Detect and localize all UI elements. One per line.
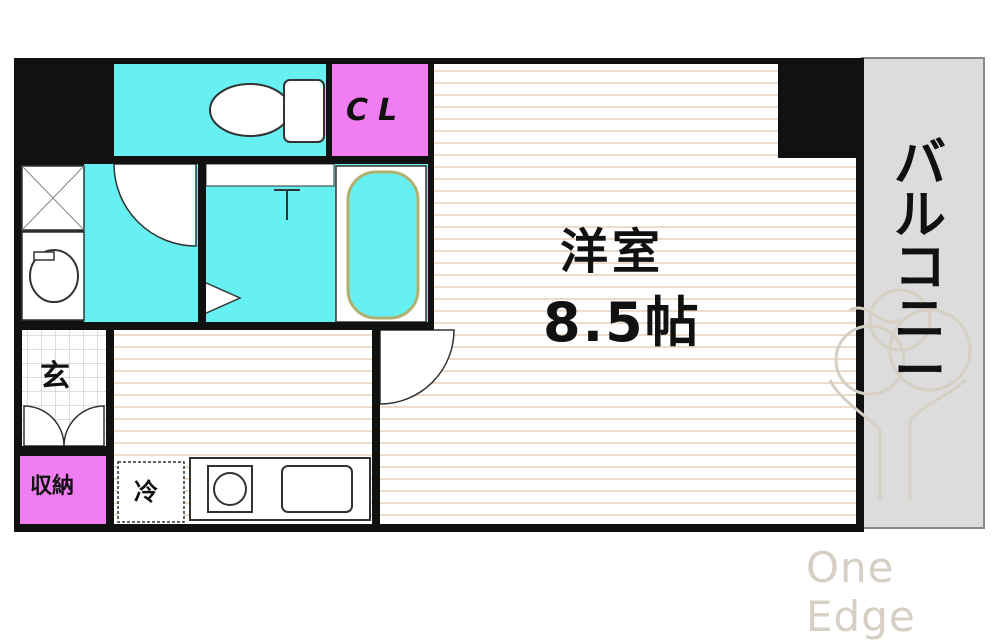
bathroom-shelf: [205, 163, 335, 187]
partition-lower: [114, 322, 434, 330]
shower-fixture: [274, 189, 300, 220]
room-door-swing: [379, 329, 455, 405]
kitchen-sink: [281, 465, 353, 513]
basin-faucet: [33, 251, 55, 261]
partition-wash-bath: [198, 164, 206, 326]
stove-burner: [213, 472, 247, 506]
watermark-text: One Edge: [806, 543, 916, 641]
closet-label: CL: [346, 93, 408, 128]
toilet-tank: [283, 79, 325, 143]
entrance-label: 玄: [40, 359, 70, 394]
fridge-space: [117, 461, 185, 523]
toilet-bowl: [209, 83, 291, 137]
partition-entrance: [106, 326, 114, 524]
floor-plan: [14, 57, 985, 532]
western-room-size-label: 8.5帖: [543, 291, 701, 354]
partition-entrance-storage: [14, 446, 114, 456]
washer-space-cross: [21, 165, 85, 231]
storage-label: 収納: [30, 474, 75, 499]
bathtub-basin: [346, 170, 420, 320]
entrance-door-swing: [23, 405, 105, 447]
partition-toilet-closet: [326, 64, 332, 156]
balcony-floor: [861, 57, 985, 529]
watermark-tree-icon: [828, 288, 972, 500]
balcony-label: バルコニー: [893, 134, 946, 402]
western-room-label: 洋室: [560, 224, 665, 280]
fridge-label: 冷: [134, 478, 158, 506]
partition-kitchen-room: [372, 326, 380, 524]
closet-area: [332, 64, 428, 156]
structural-column: [778, 64, 858, 158]
partition-closet-room: [428, 64, 434, 326]
partition-upper: [84, 156, 434, 164]
washroom-door-swing: [113, 163, 197, 247]
storage-area: [20, 456, 106, 524]
wash-basin: [29, 249, 79, 303]
